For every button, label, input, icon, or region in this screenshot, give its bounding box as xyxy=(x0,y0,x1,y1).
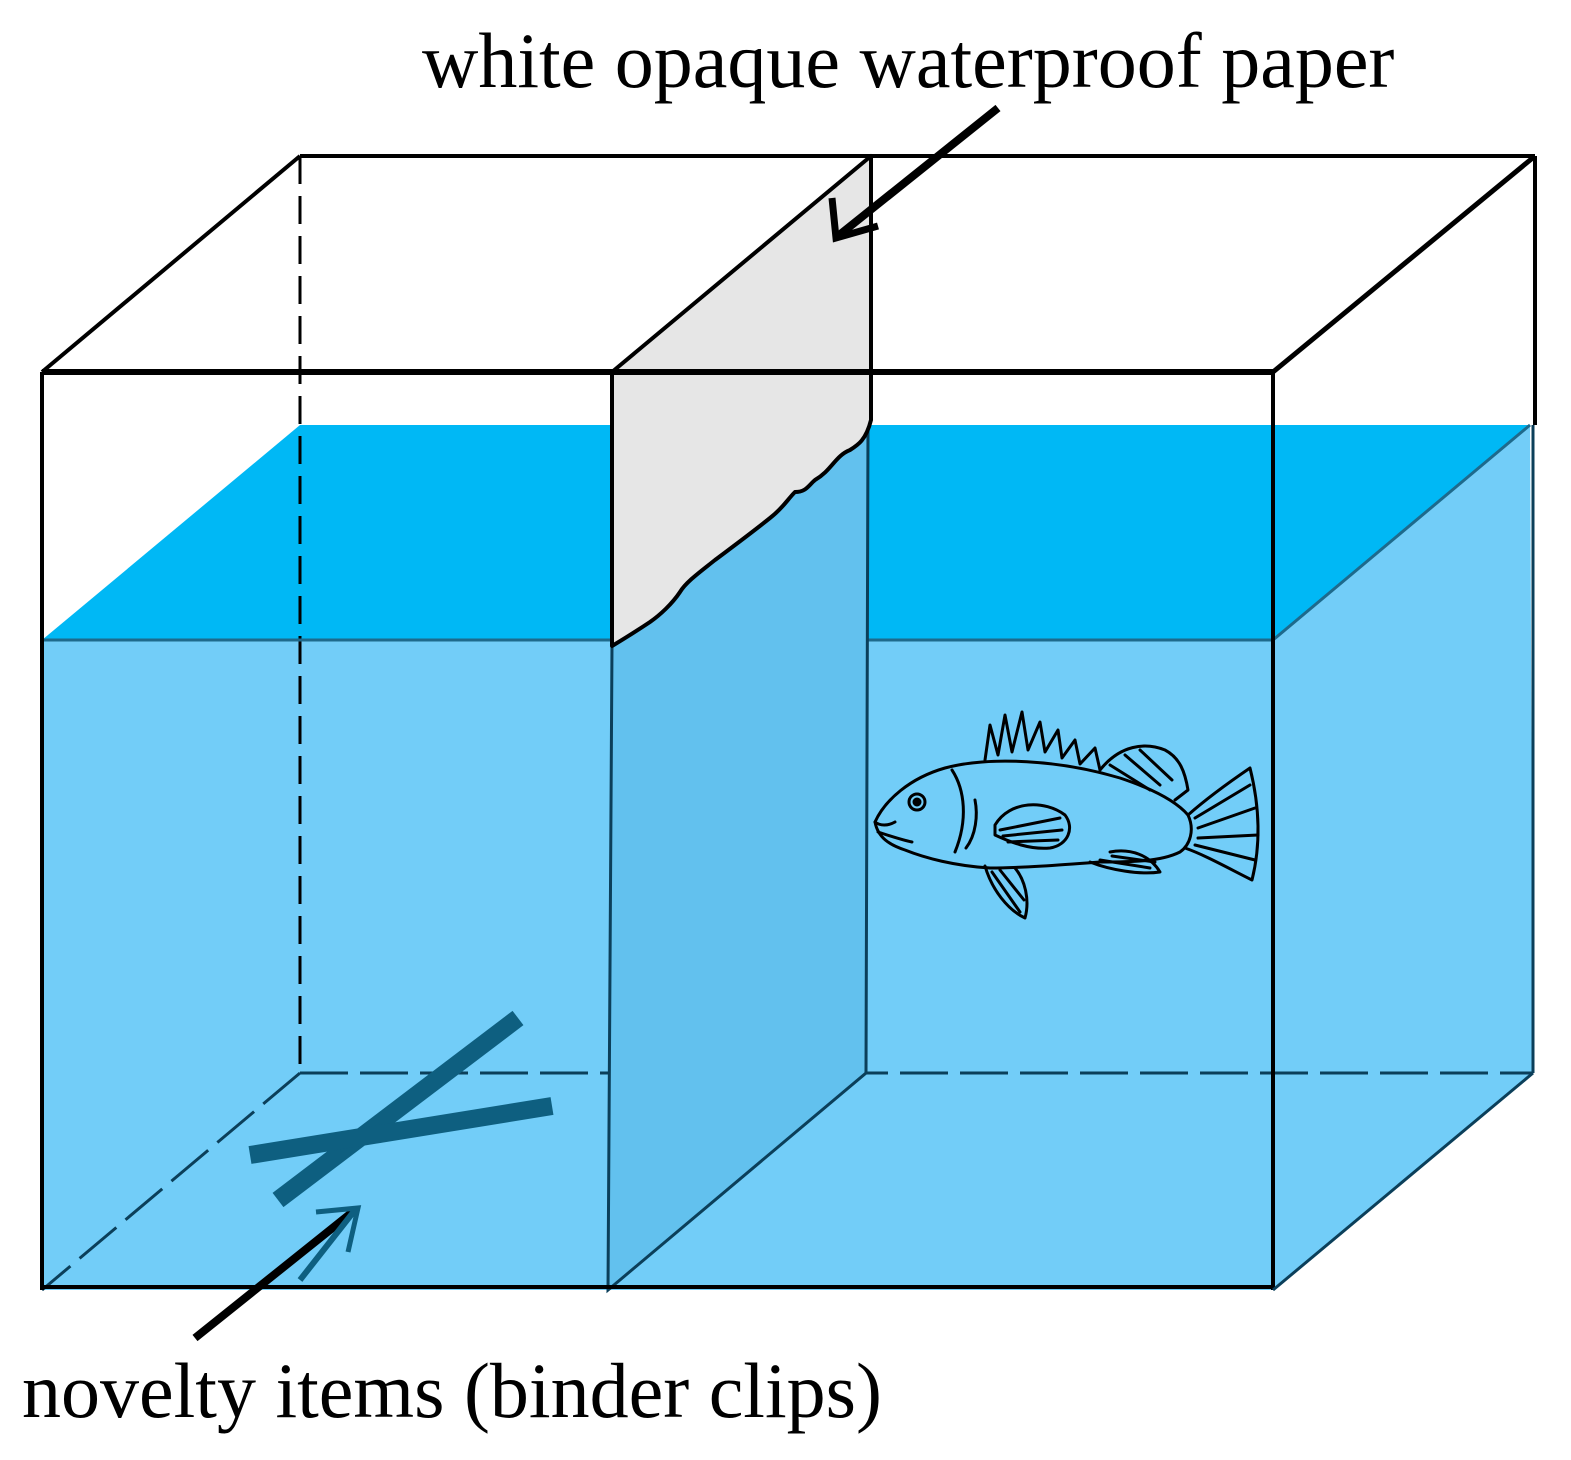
paper-pointer-arrow xyxy=(828,104,1001,243)
novelty-items-label: novelty items (binder clips) xyxy=(22,1347,882,1434)
tank-back-edges xyxy=(300,154,1537,425)
paper-label: white opaque waterproof paper xyxy=(422,17,1395,104)
items-pointer-arrow xyxy=(192,1205,362,1342)
binder-clips-icon xyxy=(248,1010,554,1208)
rockfish-icon xyxy=(873,710,1260,920)
tank-front-frame xyxy=(40,154,1537,1292)
paper-above-water xyxy=(610,154,873,648)
